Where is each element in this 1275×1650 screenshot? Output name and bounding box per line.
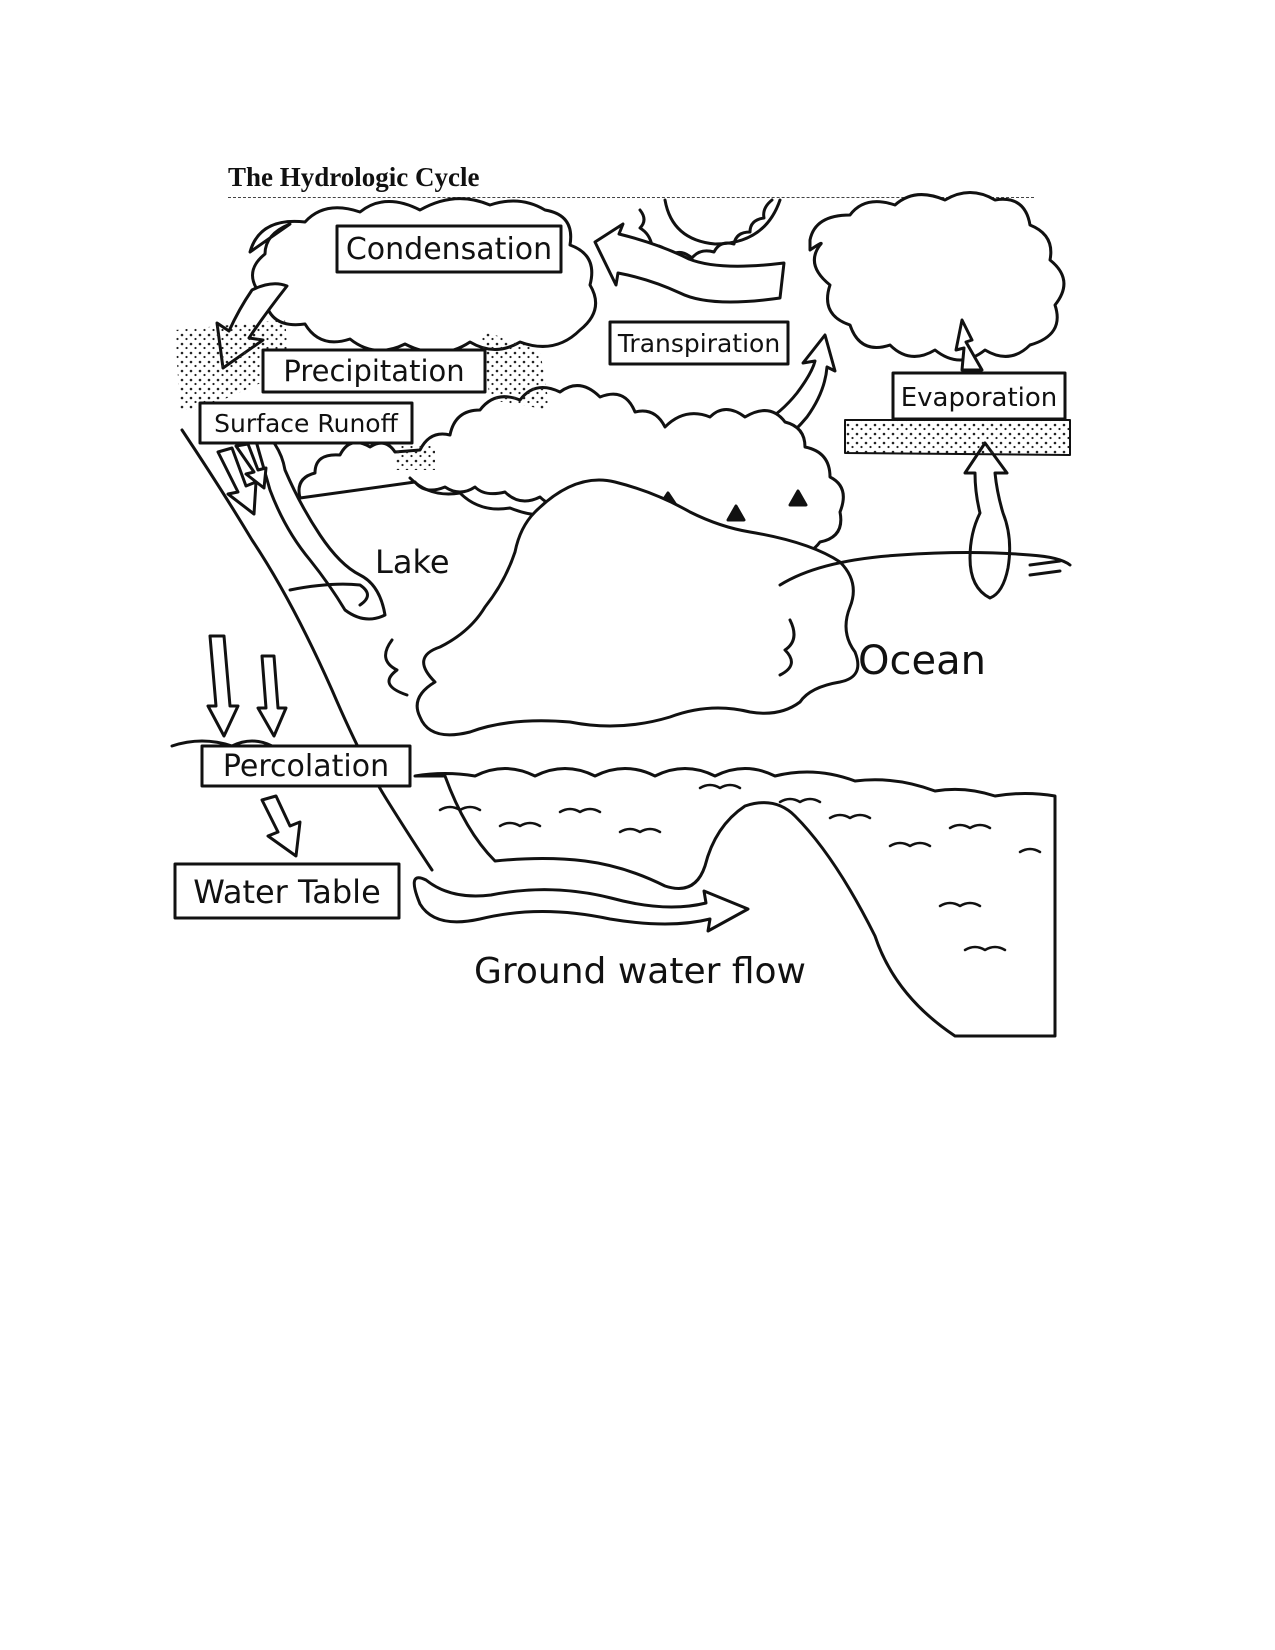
pond-dots bbox=[395, 446, 435, 470]
ocean-label: Ocean bbox=[858, 638, 986, 684]
percolation-arrow-1 bbox=[208, 636, 238, 736]
percolation-label: Percolation bbox=[223, 749, 389, 784]
evaporation-label: Evaporation bbox=[901, 383, 1058, 413]
ocean-evaporation-arrow bbox=[965, 443, 1010, 598]
surface-runoff-label: Surface Runoff bbox=[214, 409, 398, 438]
condensation-label: Condensation bbox=[346, 232, 552, 267]
transpiration-label: Transpiration bbox=[617, 329, 780, 358]
left-cloud bbox=[250, 199, 596, 353]
percolation-arrow-2 bbox=[258, 656, 286, 736]
ground-water-flow-label: Ground water flow bbox=[474, 951, 806, 992]
precipitation-label: Precipitation bbox=[283, 354, 464, 388]
water-table-arrow bbox=[262, 796, 300, 856]
lake-label: Lake bbox=[375, 543, 450, 581]
right-cloud bbox=[810, 193, 1064, 361]
ground-water-flow-arrow bbox=[414, 878, 748, 931]
water-table-label: Water Table bbox=[193, 873, 381, 911]
evaporation-dots bbox=[845, 420, 1070, 455]
